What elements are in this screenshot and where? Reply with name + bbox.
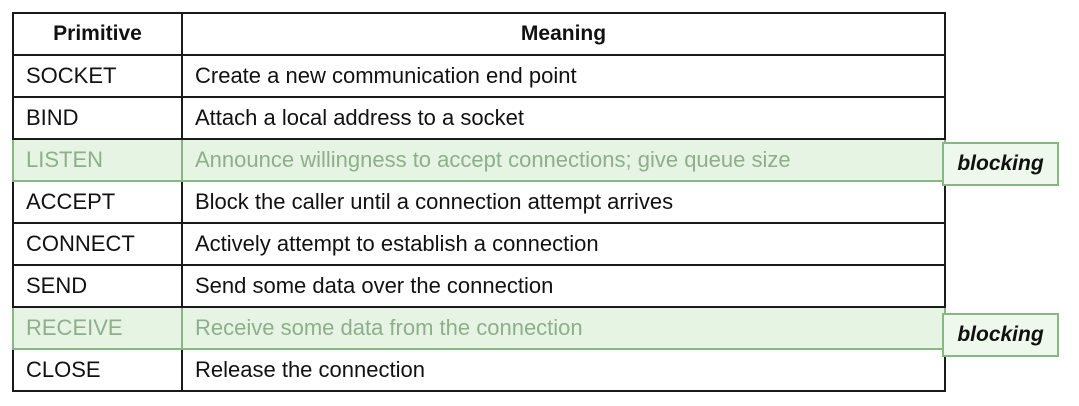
table-row: CLOSE Release the connection: [12, 348, 946, 392]
meaning-cell: Block the caller until a connection atte…: [181, 180, 946, 224]
meaning-cell: Attach a local address to a socket: [181, 96, 946, 140]
table-row: CONNECT Actively attempt to establish a …: [12, 222, 946, 266]
meaning-cell: Release the connection: [181, 348, 946, 392]
table-row: SOCKET Create a new communication end po…: [12, 54, 946, 98]
primitive-cell: CLOSE: [12, 348, 183, 392]
primitive-cell: RECEIVE: [12, 306, 183, 350]
primitive-cell: SEND: [12, 264, 183, 308]
table-row-highlighted: RECEIVE Receive some data from the conne…: [12, 306, 946, 350]
blocking-tag-receive: blocking: [942, 313, 1059, 357]
primitive-cell: ACCEPT: [12, 180, 183, 224]
table-row: BIND Attach a local address to a socket: [12, 96, 946, 140]
meaning-cell: Actively attempt to establish a connecti…: [181, 222, 946, 266]
header-row: Primitive Meaning: [12, 12, 946, 56]
primitive-cell: SOCKET: [12, 54, 183, 98]
meaning-cell: Send some data over the connection: [181, 264, 946, 308]
primitive-cell: CONNECT: [12, 222, 183, 266]
table-row-highlighted: LISTEN Announce willingness to accept co…: [12, 138, 946, 182]
meaning-cell: Receive some data from the connection: [181, 306, 946, 350]
primitive-cell: LISTEN: [12, 138, 183, 182]
meaning-cell: Announce willingness to accept connectio…: [181, 138, 946, 182]
meaning-cell: Create a new communication end point: [181, 54, 946, 98]
primitive-cell: BIND: [12, 96, 183, 140]
socket-primitives-table: Primitive Meaning SOCKET Create a new co…: [12, 12, 946, 392]
table-row: SEND Send some data over the connection: [12, 264, 946, 308]
blocking-tag-listen: blocking: [942, 142, 1059, 186]
header-primitive: Primitive: [12, 12, 183, 56]
table-row: ACCEPT Block the caller until a connecti…: [12, 180, 946, 224]
header-meaning: Meaning: [181, 12, 946, 56]
